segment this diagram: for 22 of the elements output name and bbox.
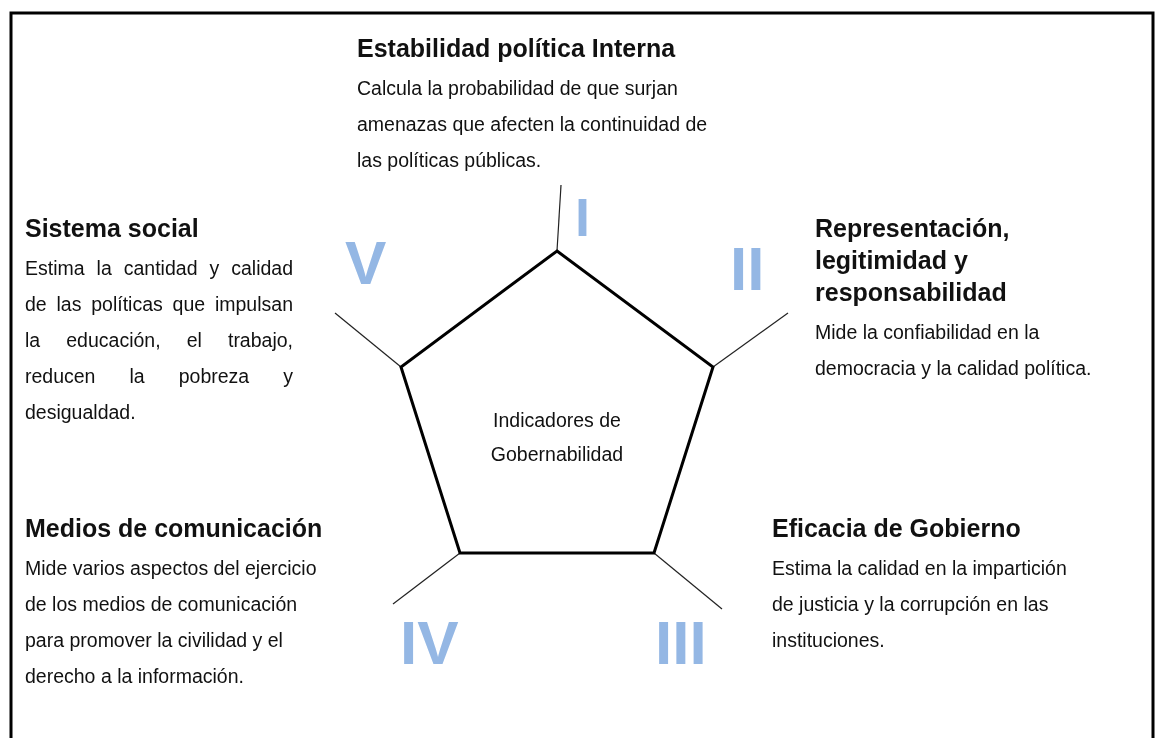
indicator-heading: Representación, legitimidad y responsabilidad [815, 213, 1011, 308]
connector-line [653, 552, 723, 610]
pentagon-shape [401, 251, 713, 553]
roman-numeral: III [655, 612, 707, 674]
roman-numeral: V [345, 232, 387, 294]
indicator-heading: Estabilidad política Interna [357, 33, 677, 64]
connector-line [556, 184, 562, 252]
connector-line [712, 312, 789, 368]
indicator-description: Mide la confiabilidad en la democracia y la calidad política. [815, 320, 1093, 381]
center-label: Indicadores de Gobernabilidad [489, 408, 625, 467]
indicator-description: Calcula la probabilidad de que surjan amenazas que afecten la continuidad de las políticas públicas. [357, 76, 709, 173]
indicator-heading: Sistema social [25, 213, 200, 244]
indicator-heading: Eficacia de Gobierno [772, 513, 1022, 544]
indicator-heading: Medios de comunicación [25, 513, 324, 544]
indicator-description: Mide varios aspectos del ejercicio de los medios de comunicación para promover la civilidad y el derecho a la información. [25, 556, 318, 689]
indicator-description: Estima la calidad en la impartición de justicia y la corrupción en las instituciones. [772, 556, 1068, 653]
connector-line [392, 552, 461, 605]
roman-numeral: I [575, 190, 590, 244]
roman-numeral: II [730, 238, 765, 300]
indicator-description: Estima la cantidad y calidad de las políticas que impulsan la educación, el trabajo, reducen la pobreza y desigualdad. [25, 256, 293, 425]
connector-line [334, 312, 402, 368]
roman-numeral: IV [400, 612, 459, 674]
